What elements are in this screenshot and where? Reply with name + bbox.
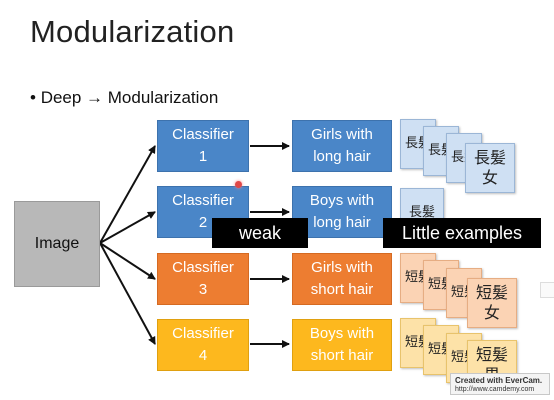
slide-title: Modularization	[30, 14, 235, 49]
card-text: 短髪 女	[475, 283, 508, 322]
group-girls-long-hair: Girls with long hair	[292, 120, 392, 172]
little-examples-label: Little examples	[383, 218, 541, 248]
image-node-label: Image	[34, 235, 80, 252]
watermark-line-2: http://www.camdemy.com	[455, 386, 535, 393]
card-text: 長髪 女	[473, 148, 506, 187]
bullet-dot: •	[30, 88, 41, 107]
classifier-4-box: Classifier 4	[157, 319, 249, 371]
bullet-point: • Deep → Modularization	[30, 88, 218, 108]
group-boys-long-hair-label: Boys with long hair	[309, 192, 375, 231]
arrow-image-to-classifier-2	[99, 211, 156, 244]
watermark-line-1: Created with EverCam.	[455, 376, 543, 385]
bullet-text: Deep → Modularization	[40, 88, 219, 107]
arrow-image-to-classifier-3	[99, 242, 156, 280]
image-node: Image	[14, 201, 100, 287]
example-card: 短髪 女	[467, 278, 517, 328]
example-card: 長髪 女	[465, 143, 515, 193]
classifier-4-label: Classifier 4	[172, 325, 234, 364]
classifier-3-label: Classifier 3	[172, 259, 234, 298]
side-tab[interactable]	[540, 282, 554, 298]
classifier-1-label: Classifier 1	[172, 126, 234, 165]
group-girls-long-hair-label: Girls with long hair	[311, 126, 373, 165]
card-text: 長髪	[408, 205, 435, 220]
classifier-2-label: Classifier 2	[172, 192, 234, 231]
group-boys-long-hair: Boys with long hair	[292, 186, 392, 238]
classifier-3-box: Classifier 3	[157, 253, 249, 305]
arrow-image-to-classifier-1	[99, 145, 156, 244]
weak-label: weak	[212, 218, 308, 248]
group-boys-short-hair-label: Boys with short hair	[309, 325, 375, 364]
arrow-image-to-classifier-4	[99, 242, 156, 345]
classifier-2-box: Classifier 2	[157, 186, 249, 238]
evercam-watermark[interactable]: Created with EverCam. http://www.camdemy…	[450, 373, 550, 395]
group-girls-short-hair: Girls with short hair	[292, 253, 392, 305]
group-girls-short-hair-label: Girls with short hair	[310, 259, 374, 298]
laser-pointer	[235, 181, 242, 188]
classifier-1-box: Classifier 1	[157, 120, 249, 172]
group-boys-short-hair: Boys with short hair	[292, 319, 392, 371]
